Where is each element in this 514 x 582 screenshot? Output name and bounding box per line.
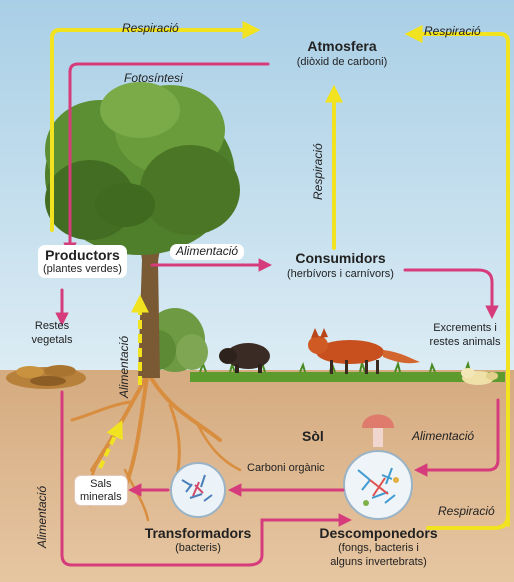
- photosynthesis-label: Fotosíntesi: [124, 72, 183, 86]
- producers-title: Productors: [43, 247, 122, 263]
- decomposers-microscope: [344, 451, 412, 519]
- plant-remains-line1: Restes: [22, 320, 82, 333]
- atmosphere-title: Atmosfera: [292, 38, 392, 54]
- transformers-microscope: [171, 463, 225, 517]
- producers-subtitle: (plantes verdes): [43, 263, 122, 276]
- decomposers-subtitle-line1: (fongs, bacteris i: [316, 542, 441, 555]
- respiration-bottom-label: Respiració: [438, 505, 495, 519]
- feeding-trunk-label: Alimentació: [118, 336, 132, 398]
- tree-canopy: [45, 82, 240, 255]
- feeding-right-label: Alimentació: [412, 430, 474, 444]
- consumers-title: Consumidors: [278, 250, 403, 266]
- transformers-title: Transformadors: [133, 525, 263, 541]
- plant-remains-line2: vegetals: [22, 334, 82, 347]
- mineral-salts-box: Sals minerals: [74, 475, 128, 506]
- producers-box: Productors (plantes verdes): [38, 245, 127, 278]
- respiration-top-right-label: Respiració: [424, 25, 481, 39]
- decomposers-title: Descomponedors: [306, 525, 451, 541]
- organic-carbon-label: Carboni orgànic: [247, 462, 325, 475]
- transformers-subtitle: (bacteris): [163, 542, 233, 555]
- soil-title: Sòl: [302, 428, 324, 444]
- mineral-salts-line1: Sals: [80, 478, 122, 491]
- decomposers-subtitle-line2: alguns invertebrats): [316, 556, 441, 569]
- mineral-salts-line2: minerals: [80, 491, 122, 504]
- animal-remains-line1: Excrements i: [420, 322, 510, 335]
- feeding-center-label: Alimentació: [170, 244, 244, 260]
- feeding-left-label: Alimentació: [36, 486, 50, 548]
- animal-remains-line2: restes animals: [420, 336, 510, 349]
- consumers-subtitle: (herbívors i carnívors): [268, 268, 413, 281]
- respiration-top-left-label: Respiració: [122, 22, 179, 36]
- atmosphere-subtitle: (diòxid de carboni): [277, 56, 407, 69]
- respiration-vertical-label: Respiració: [312, 143, 326, 200]
